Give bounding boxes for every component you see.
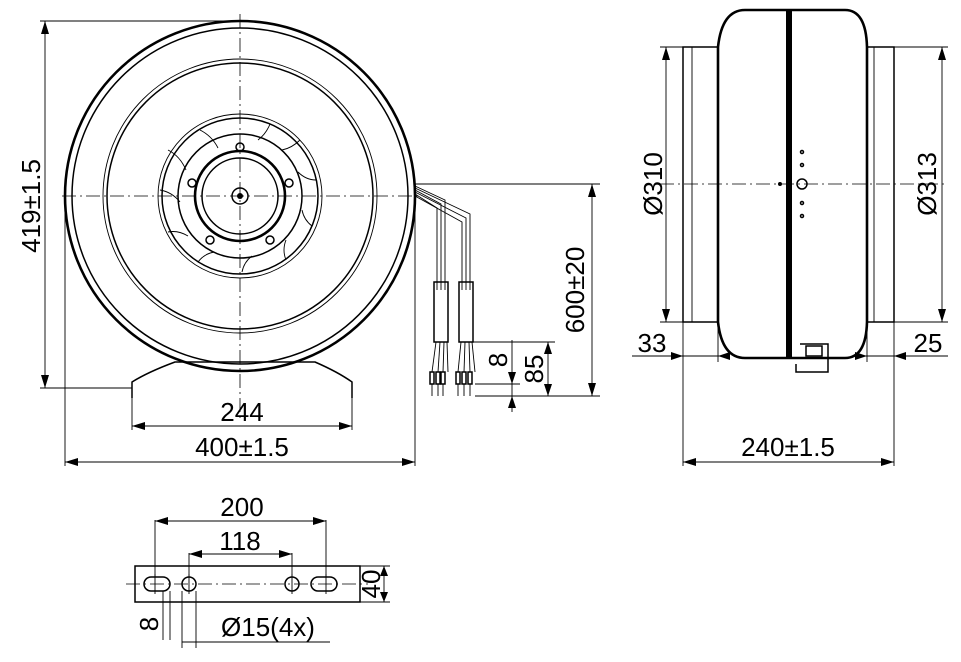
side-bracket-clip — [795, 343, 829, 373]
outlet-collar — [866, 46, 895, 323]
collar25-label: 25 — [914, 328, 943, 358]
front-base — [131, 361, 353, 398]
d313-label: Ø313 — [912, 152, 942, 216]
base-dim-label: 244 — [220, 397, 263, 427]
d313-arrow-top — [938, 47, 946, 60]
wire-ends-left — [429, 341, 449, 396]
cable-length-arrow-top — [588, 184, 596, 197]
b118-arrow-left — [189, 550, 202, 558]
cable-a1 — [414, 185, 446, 290]
length240-arrow-left — [683, 458, 696, 466]
base-arrow-left — [132, 422, 145, 430]
b40-arrow-bottom — [380, 592, 388, 602]
sleeve-arrow-top — [544, 342, 552, 354]
bracket-view: 200 118 40 8 Ø15(4x) — [126, 492, 390, 648]
d313-arrow-bottom — [938, 309, 946, 322]
b200-arrow-right — [313, 517, 326, 525]
screw-bottom-left — [205, 235, 215, 245]
base-arrow-right — [339, 422, 352, 430]
b40-label: 40 — [356, 570, 386, 599]
b200-arrow-left — [155, 517, 168, 525]
width-arrow-left — [65, 458, 78, 466]
b40-arrow-top — [380, 566, 388, 576]
cable-b1 — [414, 187, 471, 290]
side-dot-1 — [799, 149, 805, 155]
collar33-arrow-left — [671, 352, 683, 360]
side-view: Ø310 Ø313 33 25 240±1.5 — [632, 8, 948, 466]
screw-bottom-right — [265, 235, 275, 245]
cable-a3 — [414, 193, 438, 290]
cable-a2 — [414, 189, 442, 290]
height-arrow-top — [41, 21, 49, 34]
side-dot-3 — [799, 200, 805, 206]
cable-length-arrow-bottom — [588, 383, 596, 396]
cable-assembly: 600±20 85 8 — [414, 183, 600, 412]
collar33-arrow-right — [718, 352, 730, 360]
side-dot-2 — [799, 162, 805, 168]
b118-arrow-right — [279, 550, 292, 558]
cable-sleeve-left — [433, 281, 449, 343]
strip-arrow-top — [508, 372, 516, 384]
b8-label: 8 — [134, 617, 164, 631]
width-dim-label: 400±1.5 — [195, 432, 289, 462]
sleeve-arrow-bottom — [544, 384, 552, 396]
cable-b3 — [414, 195, 463, 290]
screw-right — [284, 178, 294, 188]
bracket-slot-right — [310, 576, 338, 592]
d310-arrow-bottom — [662, 309, 670, 322]
b118-label: 118 — [219, 526, 260, 556]
b15-label: Ø15(4x) — [221, 612, 315, 642]
cable-b2 — [414, 191, 467, 290]
width-arrow-right — [402, 458, 415, 466]
sleeve-dim-label: 85 — [519, 355, 549, 384]
height-dim-label: 419±1.5 — [16, 159, 46, 253]
height-arrow-bottom — [41, 375, 49, 388]
b200-label: 200 — [220, 492, 263, 522]
side-bracket-tab — [805, 345, 823, 357]
length240-arrow-right — [881, 458, 894, 466]
collar25-arrow-left — [855, 352, 867, 360]
inlet-collar — [682, 46, 719, 323]
front-view: 419±1.5 244 400±1.5 — [16, 14, 420, 466]
strip-dim-label: 8 — [483, 353, 513, 367]
side-dot-4 — [799, 213, 805, 219]
screw-left — [187, 178, 197, 188]
strip-arrow-bottom — [508, 396, 516, 408]
cable-length-label: 600±20 — [560, 247, 590, 334]
collar33-label: 33 — [638, 328, 667, 358]
length240-label: 240±1.5 — [741, 432, 835, 462]
d310-arrow-top — [662, 47, 670, 60]
collar25-arrow-right — [894, 352, 906, 360]
wire-ends-right — [455, 341, 476, 396]
d310-label: Ø310 — [638, 152, 668, 216]
cable-sleeve-right — [458, 281, 474, 343]
